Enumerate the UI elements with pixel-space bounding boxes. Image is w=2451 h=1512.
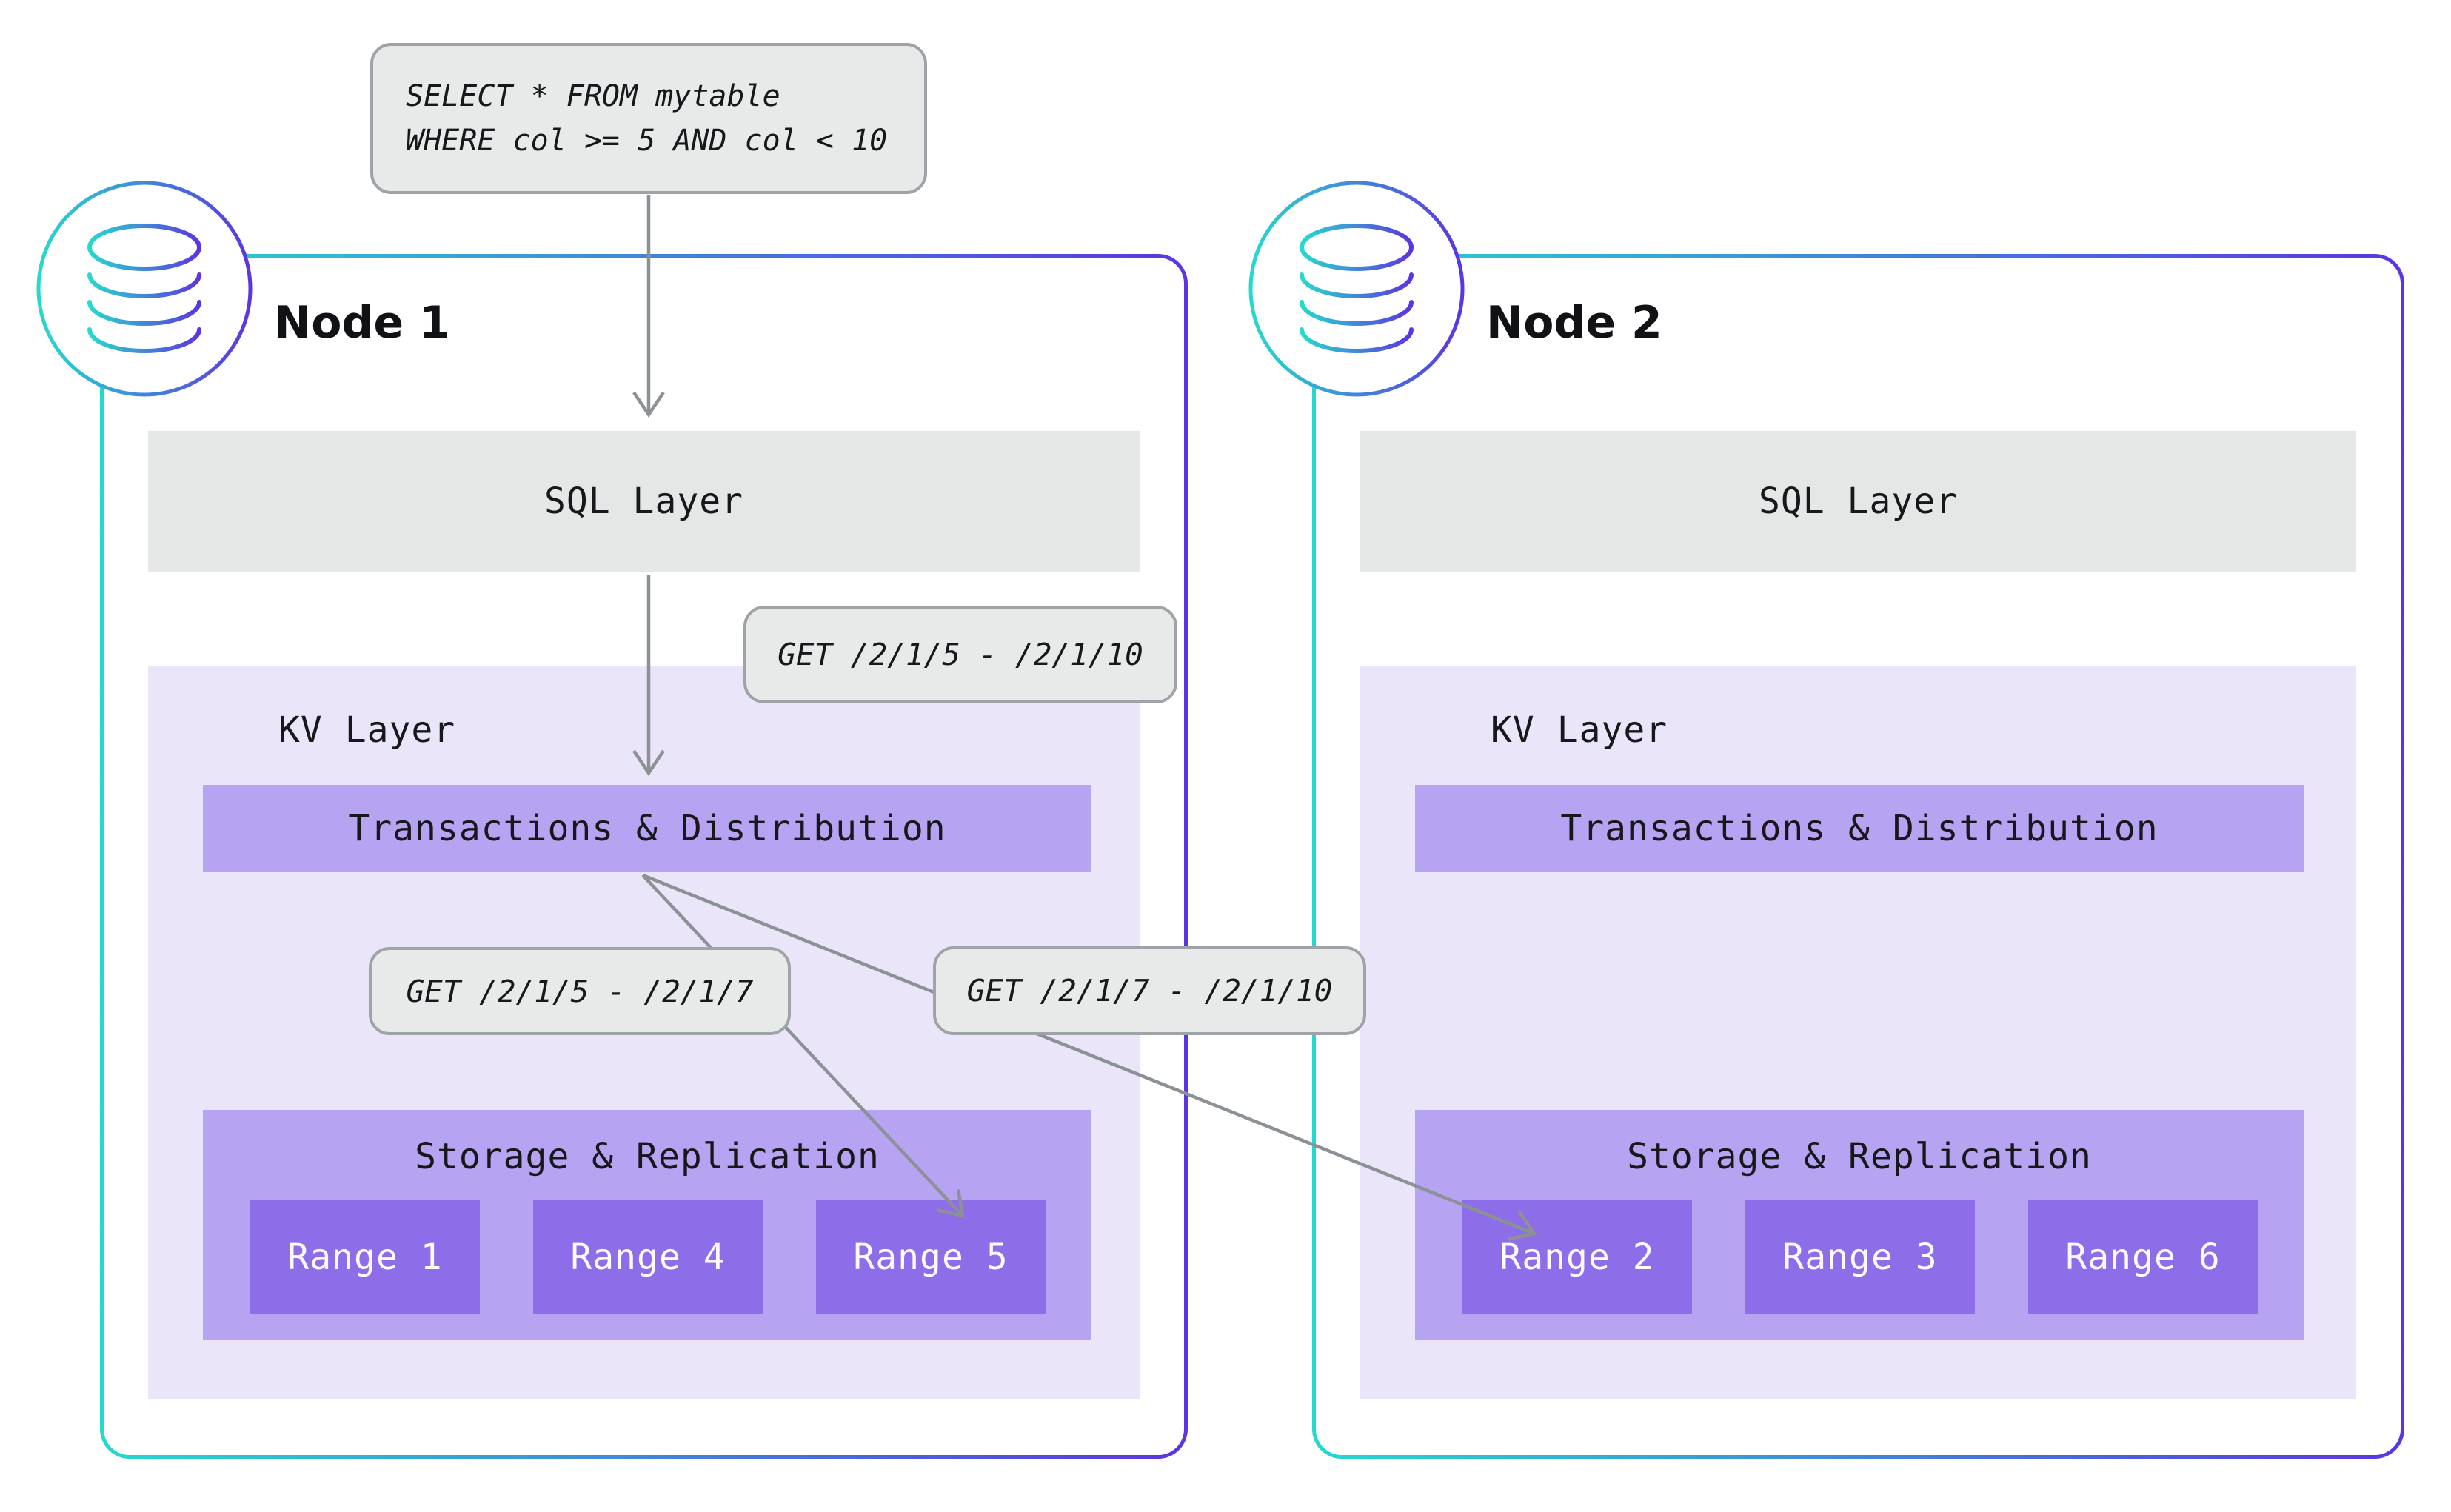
- node-2-transactions-distribution-bar: Transactions & Distribution: [1415, 785, 2304, 872]
- get-request-right-split-label: GET /2/1/7 - /2/1/10: [933, 946, 1366, 1035]
- sql-query-line-2: WHERE col >= 5 AND col < 10: [406, 124, 888, 158]
- node-2-body: SQL Layer KV Layer Transactions & Distri…: [1316, 258, 2401, 1455]
- node-1-title: Node 1: [274, 297, 450, 349]
- node-2-sql-layer-box: SQL Layer: [1360, 431, 2356, 572]
- node-2-kv-layer-label: KV Layer: [1491, 709, 1668, 751]
- node-1-transactions-distribution-bar: Transactions & Distribution: [203, 785, 1091, 872]
- range-box: Range 4: [533, 1200, 763, 1314]
- node-1-body: SQL Layer KV Layer Transactions & Distri…: [104, 258, 1184, 1455]
- sql-query-label: SELECT * FROM mytable WHERE col >= 5 AND…: [370, 43, 927, 194]
- range-box: Range 6: [2028, 1200, 2258, 1314]
- sql-query-line-1: SELECT * FROM mytable: [406, 79, 780, 113]
- node-2-storage-replication-box: Storage & Replication Range 2 Range 3 Ra…: [1415, 1110, 2304, 1340]
- range-box: Range 2: [1462, 1200, 1692, 1314]
- node-2-title: Node 2: [1486, 297, 1662, 349]
- node-1-kv-layer-label: KV Layer: [278, 709, 456, 751]
- range-box: Range 5: [816, 1200, 1046, 1314]
- database-icon: [36, 181, 253, 397]
- range-box: Range 3: [1745, 1200, 1975, 1314]
- range-label: Range 1: [287, 1236, 443, 1278]
- node-1-container: SQL Layer KV Layer Transactions & Distri…: [100, 254, 1188, 1459]
- range-label: Range 6: [2065, 1236, 2221, 1278]
- node-2-kv-layer-box: KV Layer Transactions & Distribution Sto…: [1360, 666, 2356, 1399]
- node-2-storage-label: Storage & Replication: [1627, 1136, 2092, 1177]
- node-2-transactions-label: Transactions & Distribution: [1560, 808, 2159, 849]
- node-1-transactions-label: Transactions & Distribution: [348, 808, 946, 849]
- range-label: Range 3: [1782, 1236, 1938, 1278]
- database-icon: [1248, 181, 1465, 397]
- get-request-full-label: GET /2/1/5 - /2/1/10: [743, 606, 1177, 703]
- range-label: Range 5: [853, 1236, 1009, 1278]
- range-box: Range 1: [250, 1200, 480, 1314]
- node-1-storage-label: Storage & Replication: [415, 1136, 880, 1177]
- node-1-sql-layer-label: SQL Layer: [544, 481, 744, 522]
- range-label: Range 2: [1499, 1236, 1655, 1278]
- get-request-left-split-label: GET /2/1/5 - /2/1/7: [369, 947, 791, 1035]
- node-1-storage-replication-box: Storage & Replication Range 1 Range 4 Ra…: [203, 1110, 1091, 1340]
- range-label: Range 4: [570, 1236, 726, 1278]
- node-1-sql-layer-box: SQL Layer: [148, 431, 1140, 572]
- node-2-sql-layer-label: SQL Layer: [1758, 481, 1959, 522]
- node-2-container: SQL Layer KV Layer Transactions & Distri…: [1312, 254, 2404, 1459]
